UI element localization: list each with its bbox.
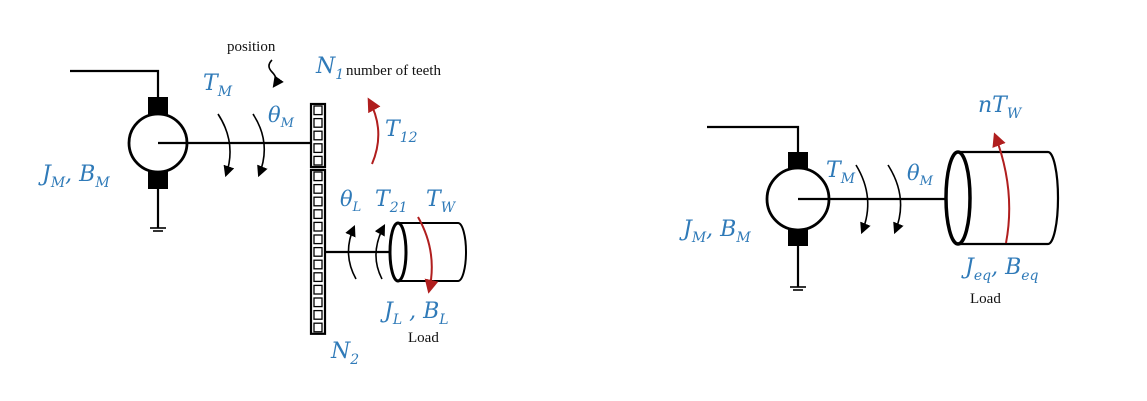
ground-icon	[150, 227, 166, 232]
tw-torque-arrow	[417, 216, 439, 294]
left-motor	[70, 69, 189, 232]
gear-tooth	[313, 309, 323, 320]
load-torque-arrows	[345, 224, 386, 280]
supply-wire	[707, 125, 800, 152]
position-pointer-arrow	[268, 59, 284, 88]
t12-torque-arrow	[367, 97, 381, 165]
gear-tooth	[313, 259, 323, 270]
gear-tooth	[313, 284, 323, 295]
gear-body	[309, 102, 327, 169]
gear-tooth	[313, 209, 323, 220]
right-load-label: Load	[970, 291, 1001, 307]
jm-bm-label: JM, BM	[679, 217, 751, 246]
ntw-torque-arrow	[992, 132, 1011, 244]
gear-tooth	[313, 322, 323, 333]
gear-tooth	[313, 234, 323, 245]
t21-label: T21	[375, 187, 408, 216]
n1-label: N1	[315, 54, 344, 83]
theta-m-label: θM	[907, 161, 934, 189]
theta-m-label: θM	[268, 103, 295, 131]
gear-n2	[309, 168, 327, 335]
tm-label: TM	[203, 71, 233, 100]
t21-arrow	[374, 224, 386, 280]
jl-bl-label: JL , BL	[380, 299, 449, 328]
t12-label: T12	[385, 117, 418, 146]
gear-tooth	[313, 196, 323, 207]
theta-l-arrow	[345, 224, 357, 280]
tm-label: TM	[826, 158, 856, 187]
supply-wire	[70, 69, 160, 97]
theta-l-label: θL	[340, 187, 361, 215]
gear-tooth	[313, 143, 323, 154]
theta-m-arrow	[887, 164, 904, 235]
gear-body	[309, 168, 327, 335]
n2-label: N2	[330, 339, 359, 368]
tm-arrow	[855, 164, 871, 235]
gear-tooth	[313, 297, 323, 308]
gear-tooth	[313, 246, 323, 257]
right-motor-torque-arrows	[855, 164, 904, 235]
tm-arrow	[217, 113, 235, 178]
gear-tooth	[313, 117, 323, 128]
gear-tooth	[313, 130, 323, 141]
left-load-label: Load	[408, 330, 439, 346]
right-motor	[707, 125, 831, 291]
gear-tooth	[313, 272, 323, 283]
equivalent-load-cylinder	[944, 150, 1060, 246]
teeth-note: number of teeth	[346, 63, 441, 79]
gear-tooth	[313, 221, 323, 232]
gear-tooth	[313, 105, 323, 116]
position-note: position	[227, 39, 276, 55]
motor-brush-bottom	[148, 171, 168, 189]
theta-m-arrow	[252, 113, 268, 178]
gear-n1	[309, 102, 327, 169]
ntw-label: nTW	[978, 93, 1023, 122]
motor-brush-bottom	[788, 229, 808, 246]
ground-icon	[790, 286, 806, 291]
motor-brush-top	[788, 152, 808, 169]
tw-label: TW	[426, 187, 457, 216]
left-load-cylinder	[388, 221, 467, 283]
gear-tooth	[313, 183, 323, 194]
gear-tooth	[313, 155, 323, 166]
left-motor-torque-arrows	[217, 113, 268, 178]
gear-tooth	[313, 171, 323, 182]
motor-brush-top	[148, 97, 168, 115]
jeq-beq-label: Jeq, Beq	[961, 255, 1039, 284]
jm-bm-label: JM, BM	[38, 162, 110, 191]
